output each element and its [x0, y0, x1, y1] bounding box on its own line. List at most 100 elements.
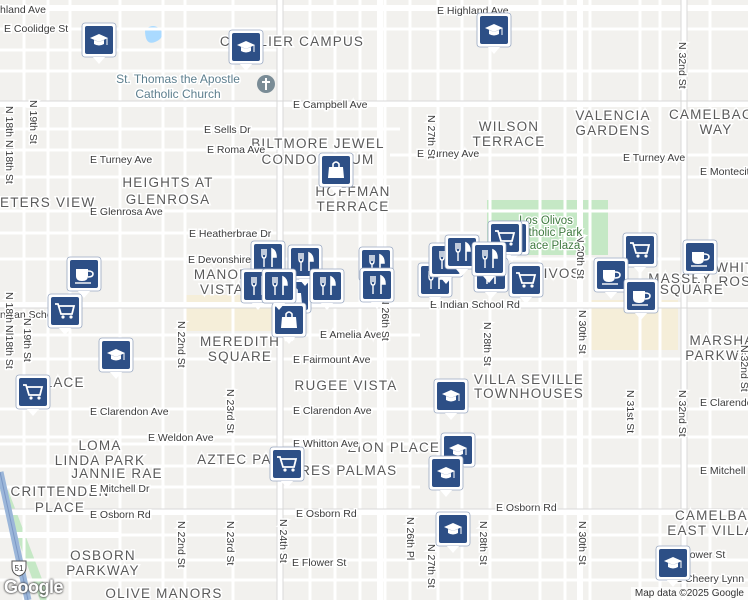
street-label: N 18th Pl	[3, 292, 15, 335]
neighborhood-label: SQUARE	[660, 282, 724, 297]
map-marker-coffee[interactable]	[682, 239, 718, 281]
shopping-cart-icon	[516, 272, 537, 288]
map-marker-shopping-bag[interactable]	[271, 302, 307, 344]
map-marker-shopping-cart[interactable]	[269, 446, 305, 488]
street-label: E Indian School Rd	[430, 299, 520, 311]
neighborhood-label: GARDENS	[575, 123, 650, 138]
street-label: E Turney Ave	[623, 152, 685, 164]
street-label: N 18th St	[3, 140, 15, 184]
neighborhood-label: OSBORN	[70, 548, 136, 563]
place-markers	[15, 12, 718, 587]
street-label: E Turney Ave	[90, 154, 152, 166]
neighborhood-label: LINDA PARK	[55, 453, 146, 468]
street-label: E Devonshire	[188, 254, 251, 266]
map-marker-coffee[interactable]	[593, 257, 629, 299]
park-label-line3: Peace Plaza	[516, 240, 581, 252]
street-label: N 31st St	[624, 390, 636, 433]
map-marker-school[interactable]	[433, 378, 469, 420]
map-marker-coffee[interactable]	[66, 256, 102, 298]
street-label: N 18th St	[3, 325, 15, 369]
coffee-icon	[691, 252, 710, 267]
neighborhood-label: EAST VILLAGE	[667, 523, 748, 538]
map-marker-restaurant[interactable]	[309, 268, 345, 310]
street-label: N 26th St	[379, 297, 391, 341]
neighborhood-label: GLENROSA	[126, 192, 211, 207]
neighborhood-label: TOWNHOUSES	[474, 386, 584, 401]
map-marker-school[interactable]	[98, 337, 134, 379]
highway-shield-51: 51	[11, 560, 27, 577]
neighborhood-label: ZION PLACE	[348, 440, 440, 455]
street-label: N 30th St	[576, 521, 588, 565]
street-label: N 28th St	[477, 521, 489, 565]
neighborhood-label: HEIGHTS AT	[122, 175, 213, 190]
map-marker-shopping-cart[interactable]	[47, 293, 83, 335]
street-label: N 18th Pl	[3, 106, 15, 149]
street-label: E Amelia Ave	[320, 329, 382, 341]
restaurant-icon	[455, 241, 471, 261]
street-label: N 28th St	[481, 322, 493, 366]
neighborhood-label: MANOR	[194, 267, 250, 282]
map-marker-school[interactable]	[435, 511, 471, 553]
map-marker-shopping-cart[interactable]	[622, 232, 658, 274]
school-icon	[90, 34, 108, 46]
neighborhood-label: CAMELBACK	[675, 508, 748, 523]
street-label: E Turney Ave	[417, 148, 479, 160]
neighborhood-label: WHITE	[715, 260, 748, 275]
map-marker-school[interactable]	[81, 22, 117, 64]
street-label: E Flower St	[292, 557, 346, 569]
map-marker-restaurant[interactable]	[261, 268, 297, 310]
school-icon	[442, 390, 460, 402]
map-marker-school[interactable]	[428, 455, 464, 497]
map-marker-school[interactable]	[228, 29, 264, 71]
coffee-icon	[632, 291, 651, 306]
map-attribution[interactable]: Map data ©2025 Google	[630, 587, 748, 600]
map-marker-restaurant[interactable]	[359, 267, 395, 309]
street-label: E Weldon Ave	[148, 432, 214, 444]
street-label: N 32nd St	[676, 42, 688, 89]
street-label: E Montecito	[700, 166, 748, 178]
street-label: N 30th St	[574, 235, 586, 279]
neighborhood-label: CAMELBACK	[669, 107, 748, 122]
neighborhood-label: ROSE	[718, 274, 748, 289]
street-label: E Osborn Rd	[496, 502, 557, 514]
neighborhood-label: TRES PALMAS	[291, 463, 398, 478]
map-marker-restaurant[interactable]	[471, 241, 507, 283]
neighborhood-label: LOMA	[78, 438, 121, 453]
street-label: E Clarendon	[700, 397, 748, 409]
map-marker-school[interactable]	[476, 12, 512, 54]
map-marker-restaurant[interactable]	[250, 240, 286, 282]
church-poi[interactable]: St. Thomas the Apostle Catholic Church	[115, 71, 275, 103]
school-icon	[664, 557, 682, 569]
street-label: N 19th St	[21, 318, 33, 362]
street-label: E Sells Dr	[204, 124, 251, 136]
street-label: N 22nd St	[175, 321, 187, 368]
street-label: N 27th St	[425, 544, 437, 588]
restaurant-icon	[320, 275, 336, 295]
school-icon	[449, 444, 467, 456]
map-marker-shopping-cart[interactable]	[508, 262, 544, 304]
map-marker-coffee[interactable]	[623, 278, 659, 320]
restaurant-icon	[298, 251, 314, 271]
neighborhood-label: SQUARE	[660, 282, 724, 297]
shopping-cart-icon	[55, 303, 76, 319]
neighborhood-label: WILSON	[479, 119, 539, 134]
map-marker-shopping-cart[interactable]	[15, 374, 51, 416]
neighborhood-label: BILTMORE JEWEL	[251, 136, 385, 151]
map-marker-school[interactable]	[655, 545, 691, 587]
park-poi[interactable]: Los Olivos Catholic Park Peace Plaza	[513, 214, 584, 254]
park-label-line1: Los Olivos	[519, 215, 573, 227]
school-icon	[107, 349, 125, 361]
park-label-line2: Catholic Park	[514, 227, 583, 239]
street-label: E Glenrosa Ave	[90, 206, 163, 218]
map-marker-shopping-bag[interactable]	[318, 152, 354, 194]
neighborhood-label: JANNIE RAE	[71, 466, 163, 481]
street-label: E Osborn Rd	[90, 509, 151, 521]
neighborhood-label: CRITTENDEN	[11, 484, 110, 499]
street-label: N 23rd St	[224, 521, 236, 565]
shopping-cart-icon	[630, 242, 651, 258]
restaurant-icon	[370, 274, 386, 294]
neighborhood-label: AZTEC PARK	[197, 452, 293, 467]
